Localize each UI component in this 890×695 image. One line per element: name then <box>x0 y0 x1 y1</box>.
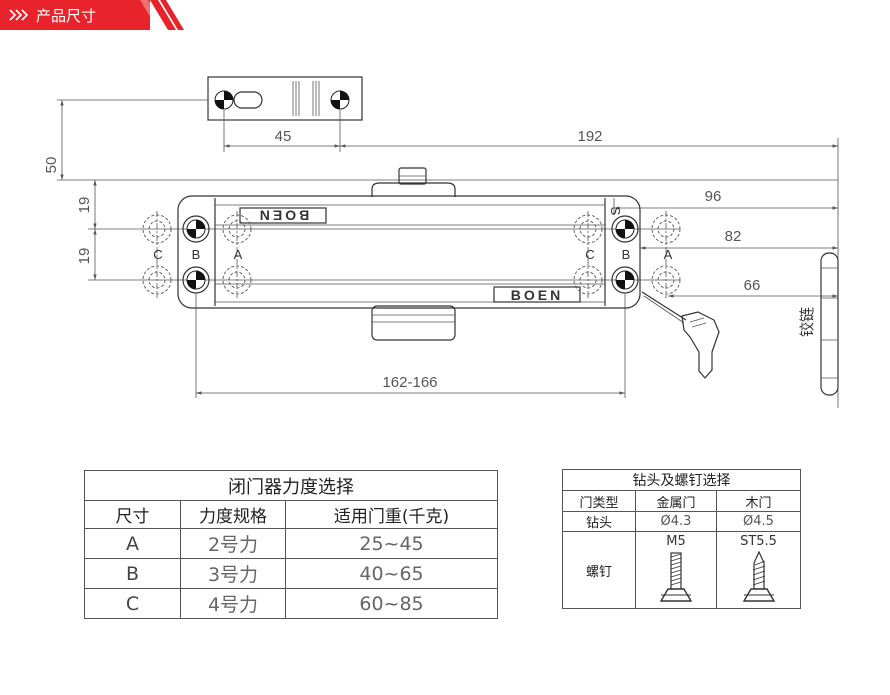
dimension-66: 66 <box>668 277 838 298</box>
screw-table-header: 门类型 <box>562 490 636 512</box>
bracket-hatch <box>292 81 320 116</box>
dimension-label: 96 <box>705 188 722 205</box>
header-stripe <box>140 0 166 30</box>
force-table-header: 力度规格 <box>180 500 286 529</box>
header-stripe <box>150 0 176 30</box>
bracket-hole-marker <box>330 90 350 110</box>
right-mounting-holes: C B A <box>573 211 681 298</box>
table-row: 螺钉 M5 ST5.5 <box>562 531 801 609</box>
screw-wood-spec: ST5.5 <box>740 534 777 549</box>
screw-table-header: 木门 <box>716 490 801 512</box>
door-closer-body: BOEN BOEN S <box>177 167 641 341</box>
screw-wood-cell: ST5.5 <box>716 531 801 609</box>
dimension-label: 192 <box>577 128 602 145</box>
hole-c-marker <box>142 211 172 298</box>
size-cell: B <box>84 558 181 589</box>
brand-logo-top: BOEN <box>239 207 327 224</box>
dimension-label: 162-166 <box>382 374 437 391</box>
force-table-header: 尺寸 <box>84 500 181 529</box>
dimension-label: 82 <box>725 228 742 245</box>
hole-b-marker <box>611 215 639 294</box>
table-row: B 3号力 40~65 <box>84 558 499 589</box>
drill-label: 钻头 <box>562 511 636 532</box>
hinge-label: 铰链 <box>798 307 816 337</box>
force-table-header: 适用门重(千克) <box>284 500 499 529</box>
hole-a-marker <box>651 211 681 298</box>
hole-b-marker <box>182 215 210 294</box>
dimension-192: 192 <box>340 128 838 148</box>
dimension-82: 82 <box>640 228 838 250</box>
screw-table-title: 钻头及螺钉选择 <box>562 469 801 491</box>
size-cell: A <box>84 528 181 559</box>
header-banner <box>0 0 150 30</box>
body-outline <box>177 195 641 309</box>
dimension-label: 66 <box>744 277 761 294</box>
adjustment-key-icon <box>641 291 720 379</box>
dimension-label: 19 <box>76 248 93 265</box>
left-mounting-holes: C B A <box>142 211 252 298</box>
hole-label: B <box>622 247 631 262</box>
drill-metal-cell: Ø4.3 <box>635 511 717 532</box>
force-spec-cell: 2号力 <box>180 528 286 559</box>
hinge-icon <box>820 252 839 396</box>
svg-text:BOEN: BOEN <box>257 208 309 224</box>
wood-screw-icon <box>742 551 775 602</box>
hole-c-marker <box>573 211 603 298</box>
hole-label: A <box>664 247 673 262</box>
triple-chevron-right-icon <box>9 9 29 21</box>
dimension-19-lower: 19 <box>76 229 97 280</box>
machine-screw-icon <box>659 552 693 602</box>
header-stripe <box>160 0 184 30</box>
bottom-housing <box>371 305 456 341</box>
dimension-96: 96 <box>614 188 838 210</box>
dimension-label: 19 <box>76 197 93 214</box>
table-row: C 4号力 60~85 <box>84 588 499 619</box>
screw-metal-spec: M5 <box>666 534 686 549</box>
screw-metal-cell: M5 <box>635 531 717 609</box>
mounting-bracket <box>207 76 363 121</box>
screw-label: 螺钉 <box>562 531 636 609</box>
table-row: 钻头 Ø4.3 Ø4.5 <box>562 511 801 532</box>
screw-table-header: 金属门 <box>635 490 717 512</box>
dimension-19-upper: 19 <box>76 180 97 229</box>
dimension-45: 45 <box>224 128 340 148</box>
size-cell: C <box>84 588 181 619</box>
hole-label: A <box>234 247 243 262</box>
section-header: 产品尺寸 <box>0 0 184 30</box>
header-title: 产品尺寸 <box>36 7 96 25</box>
hole-a-marker <box>222 211 252 298</box>
table-row: A 2号力 25~45 <box>84 528 499 559</box>
dimension-label: 50 <box>43 157 60 174</box>
drill-screw-table: 钻头及螺钉选择 门类型 金属门 木门 钻头 Ø4.3 Ø4.5 螺钉 M5 <box>562 469 801 609</box>
extension-lines <box>57 99 839 408</box>
force-spec-cell: 4号力 <box>180 588 286 619</box>
hole-label: C <box>585 247 594 262</box>
svg-text:BOEN: BOEN <box>511 287 563 303</box>
door-weight-cell: 25~45 <box>284 528 499 559</box>
door-weight-cell: 40~65 <box>284 558 499 589</box>
spindle-housing <box>371 182 456 197</box>
dimension-50: 50 <box>43 100 64 180</box>
side-mark: S <box>608 207 623 216</box>
dimension-label: 45 <box>275 128 292 145</box>
bracket-slot <box>233 91 263 109</box>
force-spec-cell: 3号力 <box>180 558 286 589</box>
hole-label: C <box>153 247 162 262</box>
hole-label: B <box>192 247 201 262</box>
drill-wood-cell: Ø4.5 <box>716 511 801 532</box>
force-table-title: 闭门器力度选择 <box>83 470 499 501</box>
brand-logo-bottom: BOEN <box>493 286 581 303</box>
closing-force-table: 闭门器力度选择 尺寸 力度规格 适用门重(千克) A 2号力 25~45 B 3… <box>83 470 499 619</box>
door-weight-cell: 60~85 <box>284 588 499 619</box>
bracket-hole-marker <box>214 90 234 110</box>
dimension-hole-span: 162-166 <box>196 374 625 395</box>
